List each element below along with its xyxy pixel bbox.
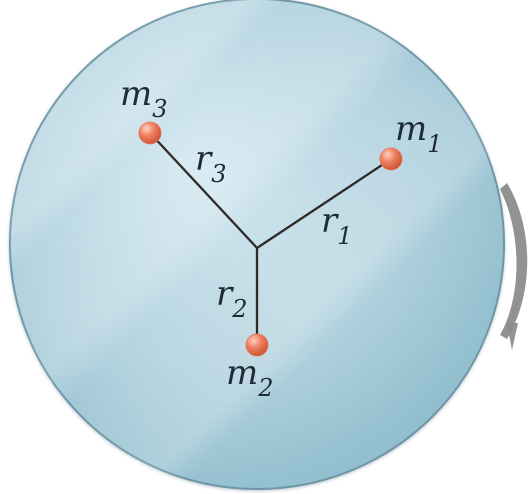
radius-label-r1: r1 [321,201,353,250]
r1-rod [255,157,393,250]
mass-label-m3: m3 [120,74,168,123]
radius-label-r3: r3 [195,139,227,188]
disk-sheen [10,0,504,489]
rotation-arrow [500,183,528,339]
mass-m1 [379,147,403,171]
mass-label-m2: m2 [226,353,274,402]
mass-labels: m1 m2 m3 [120,74,443,402]
mass-label-m1: m1 [395,109,443,158]
rotation-arrow-head [507,323,518,350]
point-masses [138,121,403,357]
radius-labels: r1 r2 r3 [195,139,353,323]
r3-rod [148,131,259,250]
mass-m3 [138,121,162,145]
radius-label-r2: r2 [216,274,248,323]
mass-m2 [245,333,269,357]
rods [148,131,393,347]
